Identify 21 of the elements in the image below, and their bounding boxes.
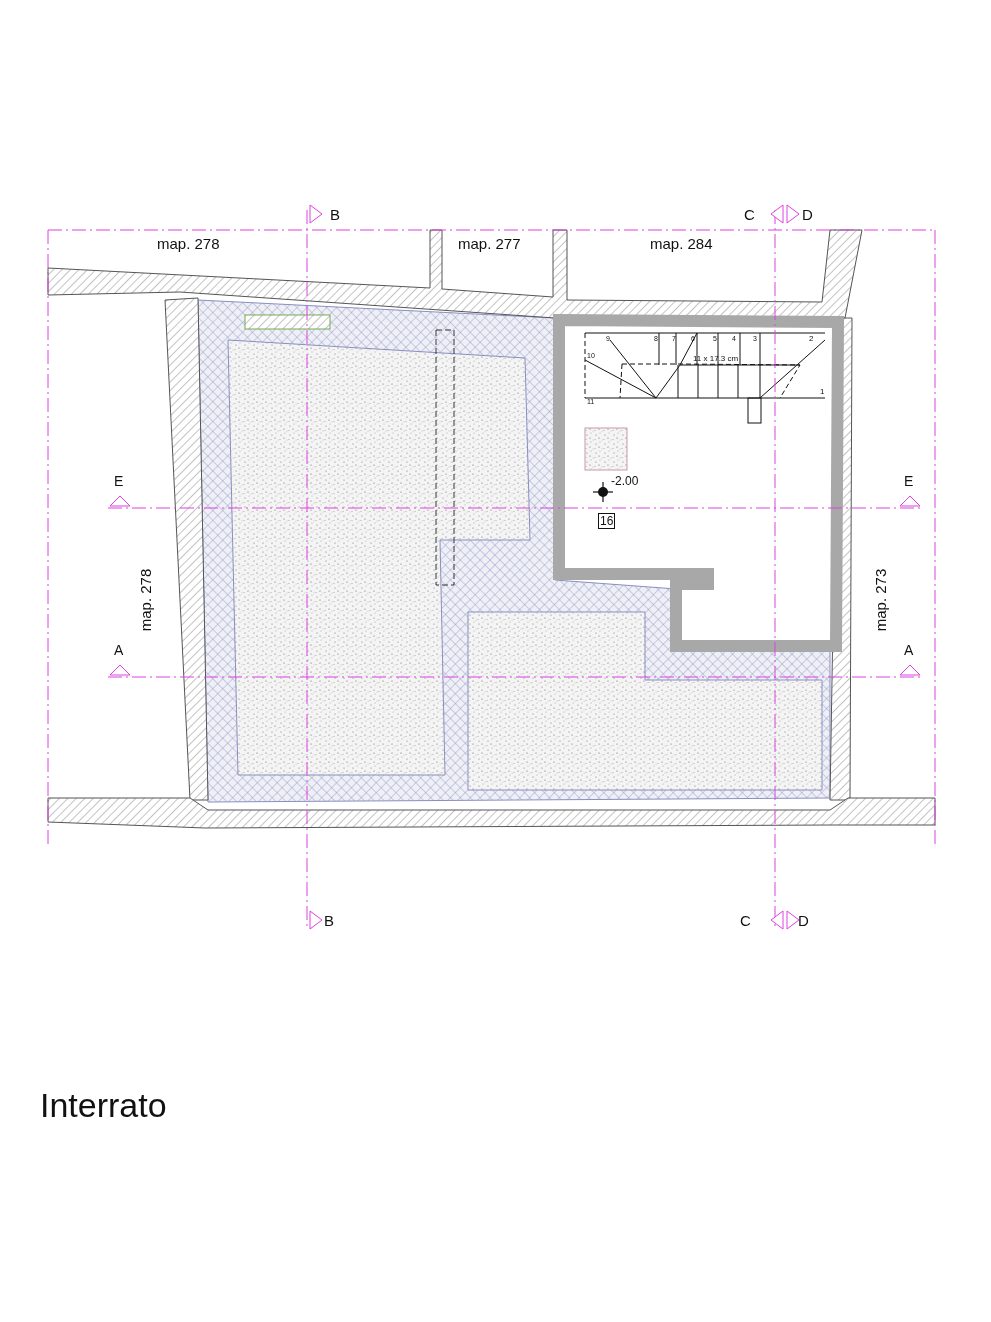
section-label: A	[114, 643, 124, 657]
parcel-label: map. 273	[872, 568, 888, 632]
step-number: 1	[820, 388, 825, 396]
parcel-label: map. 278	[157, 236, 220, 251]
elevation-label: -2.00	[611, 475, 639, 487]
section-label: C	[744, 207, 755, 222]
section-label: E	[904, 474, 914, 488]
parcel-label: map. 278	[137, 568, 153, 632]
section-label: E	[114, 474, 124, 488]
stair-dimension: 11 x 17.3 cm	[693, 355, 739, 363]
parcel-label: map. 284	[650, 236, 713, 251]
section-label: B	[324, 913, 334, 928]
room-number: 16	[598, 513, 616, 529]
section-label: B	[330, 207, 340, 222]
step-number: 2	[809, 335, 814, 343]
section-label: D	[802, 207, 813, 222]
section-label: D	[798, 913, 809, 928]
parcel-label: map. 277	[458, 236, 521, 251]
drawing-title: Interrato	[40, 1088, 167, 1122]
section-label: C	[740, 913, 751, 928]
section-label: A	[904, 643, 914, 657]
